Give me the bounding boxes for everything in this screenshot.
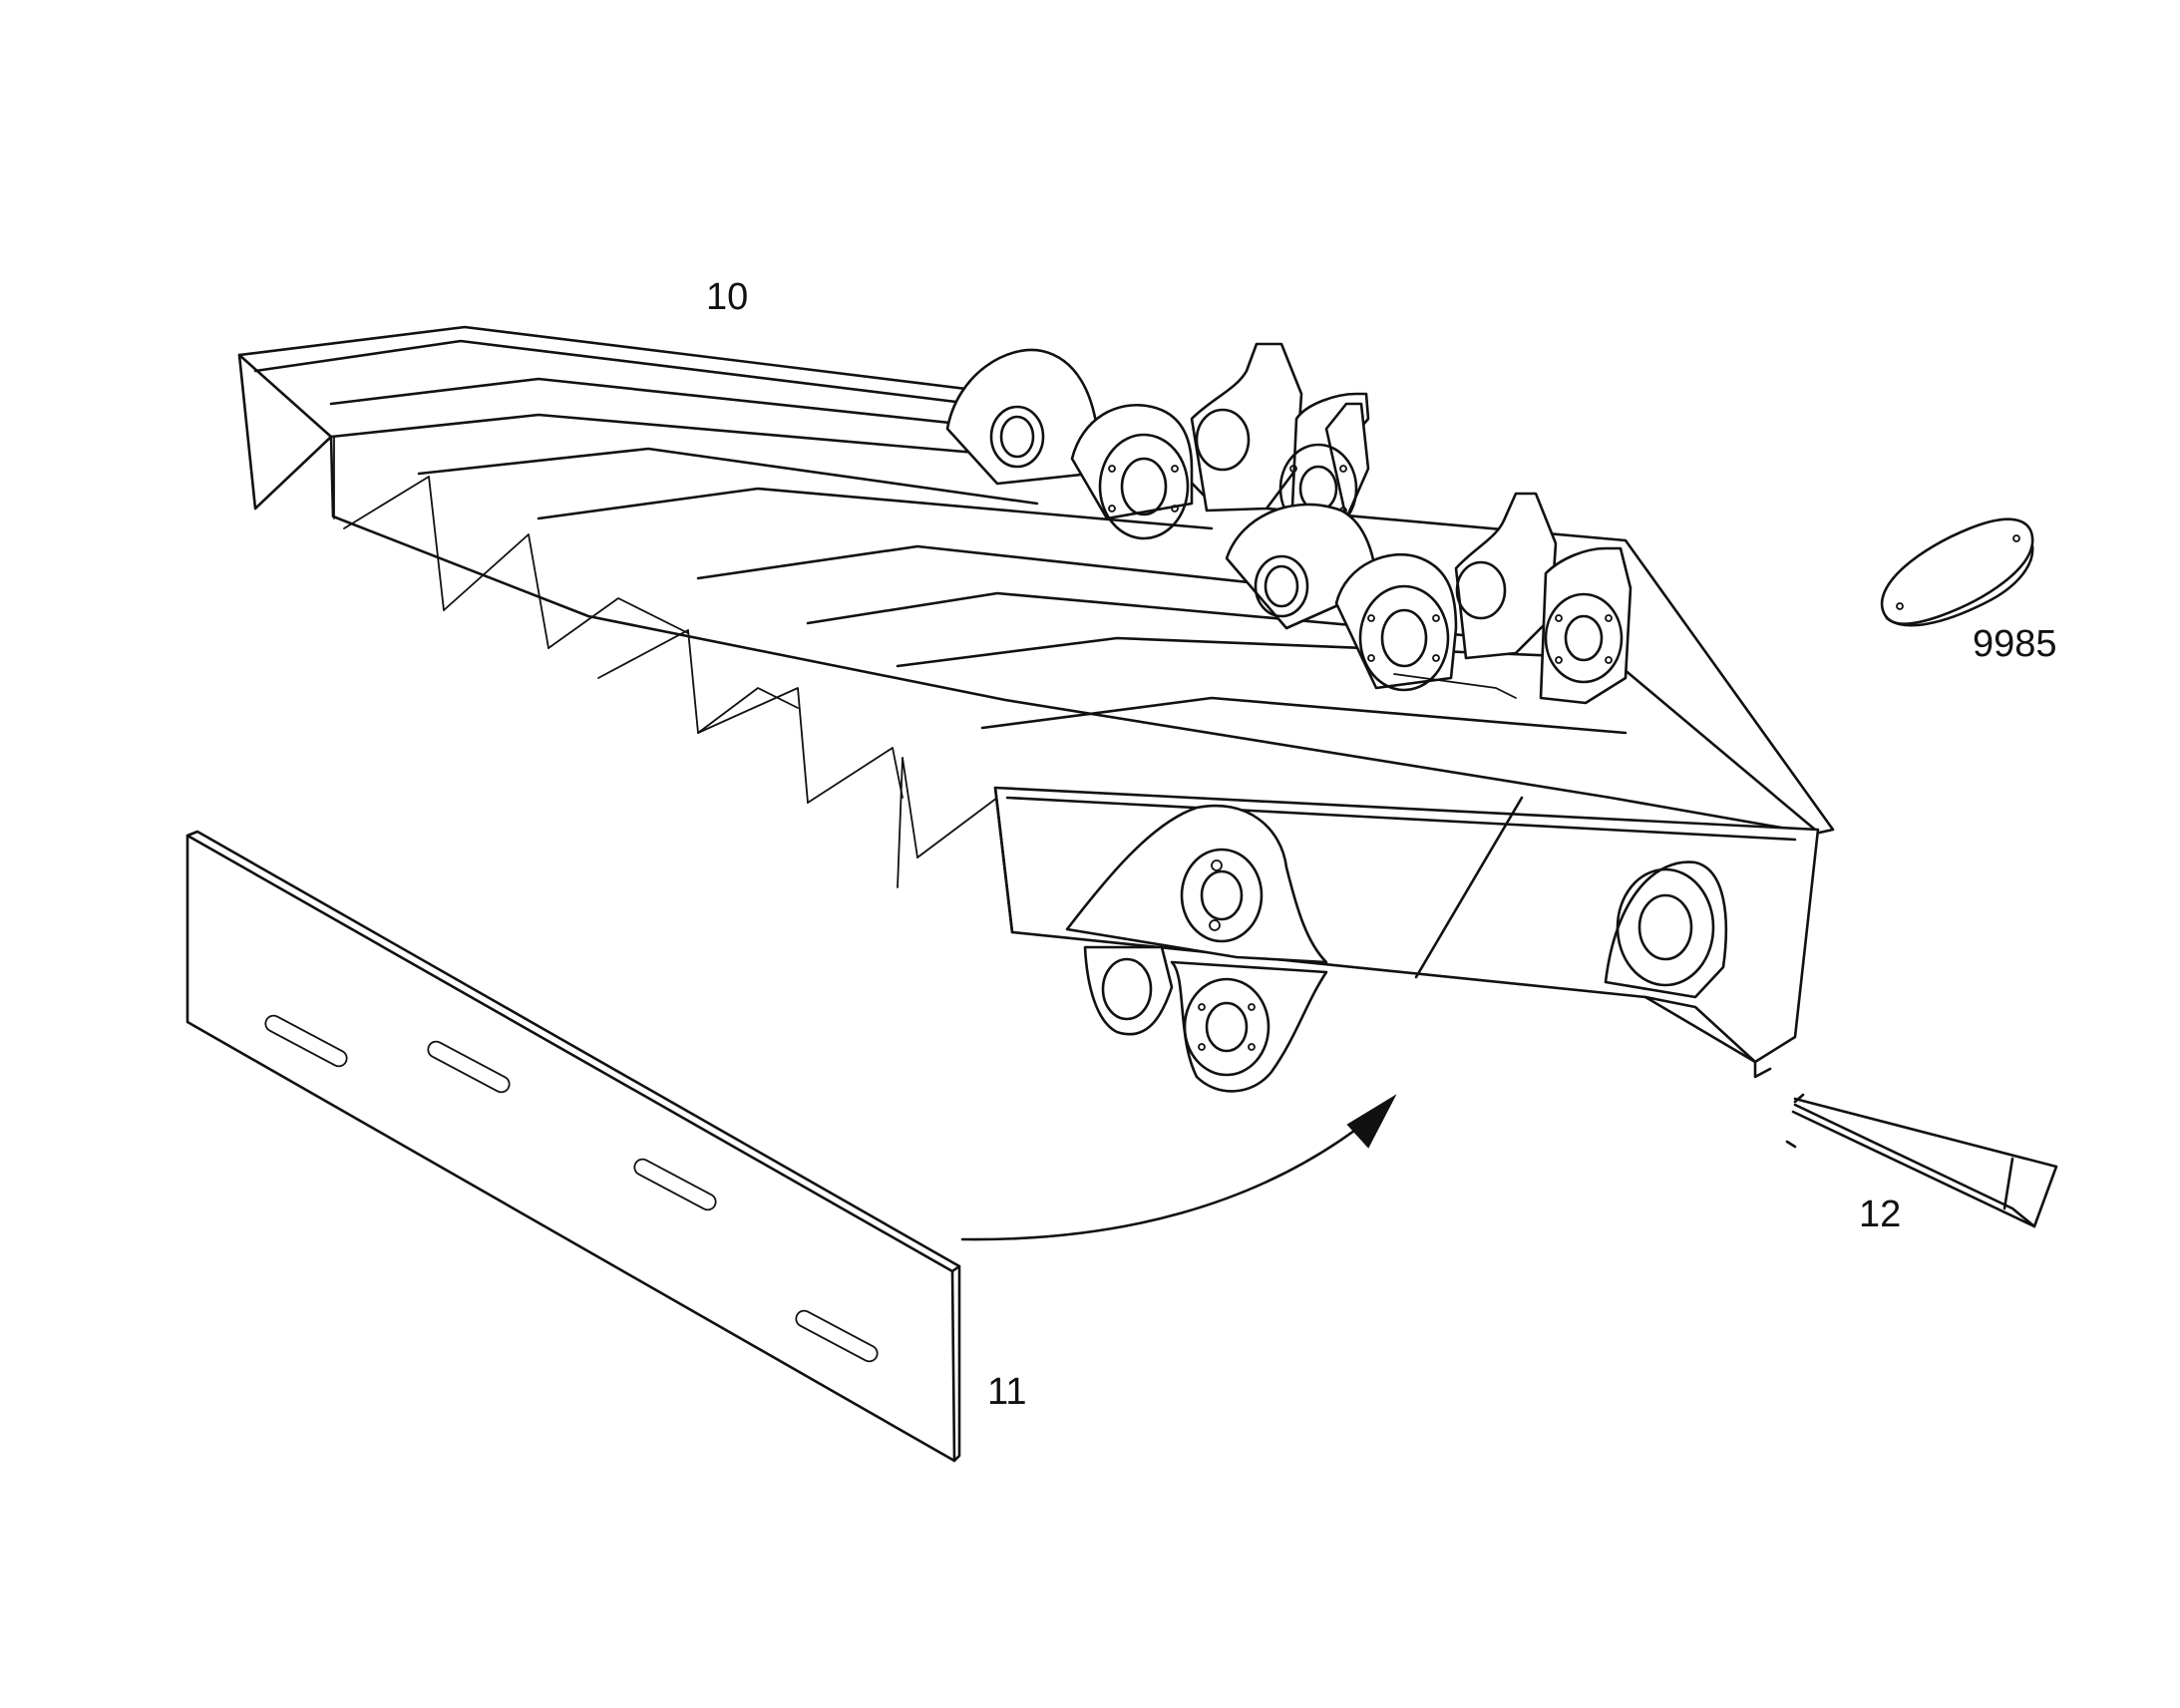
slot-2 xyxy=(427,1040,511,1094)
assembly-arrow xyxy=(960,1094,1397,1241)
side-plate-callout-label: 11 xyxy=(987,1371,1026,1413)
slot-4 xyxy=(795,1309,879,1363)
strip-part-12: 12 xyxy=(1785,1093,2058,1235)
frame-part-10: 10 xyxy=(237,276,1835,1093)
side-plate-part-11: 11 xyxy=(185,830,1026,1463)
strip-callout-label: 12 xyxy=(1859,1194,1901,1235)
cover-plate-part-9985: 9985 xyxy=(1880,517,2057,665)
slot-1 xyxy=(264,1014,348,1068)
frame-callout-label: 10 xyxy=(706,276,748,318)
cover-plate-callout-label: 9985 xyxy=(1973,623,2057,665)
slot-3 xyxy=(633,1158,717,1211)
